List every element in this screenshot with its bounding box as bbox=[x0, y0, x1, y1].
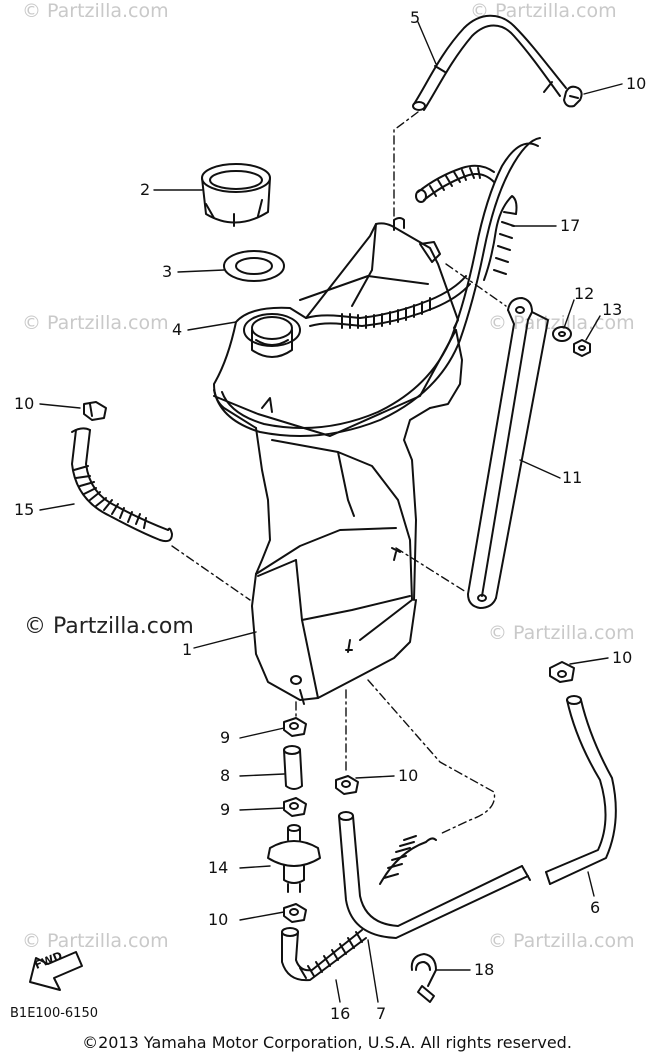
clip-10-left bbox=[83, 401, 107, 421]
watermark: © Partzilla.com bbox=[22, 930, 169, 952]
hose-4 bbox=[305, 275, 471, 329]
nut-13 bbox=[573, 339, 591, 357]
callout-6: 6 bbox=[590, 898, 601, 917]
watermark: © Partzilla.com bbox=[488, 622, 635, 644]
pipe-8 bbox=[283, 745, 303, 790]
callout-16: 16 bbox=[330, 1004, 351, 1023]
callout-13: 13 bbox=[602, 300, 623, 319]
clip-10-lower-left bbox=[283, 903, 307, 923]
callout-4: 4 bbox=[172, 320, 183, 339]
callout-7: 7 bbox=[376, 1004, 387, 1023]
clip-9-lower bbox=[283, 797, 307, 817]
hose-15 bbox=[71, 427, 173, 543]
stay-11 bbox=[467, 297, 549, 609]
callout-3: 3 bbox=[162, 262, 173, 281]
watermark: © Partzilla.com bbox=[488, 312, 635, 334]
hose-6 bbox=[545, 695, 617, 885]
watermark: © Partzilla.com bbox=[22, 312, 169, 334]
callout-10: 10 bbox=[14, 394, 35, 413]
callout-10: 10 bbox=[208, 910, 229, 929]
callout-10: 10 bbox=[398, 766, 419, 785]
callout-8: 8 bbox=[220, 766, 231, 785]
callout-9: 9 bbox=[220, 728, 231, 747]
callout-12: 12 bbox=[574, 284, 595, 303]
callout-18: 18 bbox=[474, 960, 495, 979]
clamp-18 bbox=[410, 953, 437, 1003]
cap-2 bbox=[201, 163, 271, 227]
hose-5 bbox=[412, 14, 567, 111]
hose-7 bbox=[338, 811, 531, 939]
leader-line bbox=[445, 263, 507, 307]
watermark: © Partzilla.com bbox=[470, 0, 617, 22]
watermark: © Partzilla.com bbox=[22, 0, 169, 22]
callout-leaders bbox=[39, 21, 623, 1003]
leader-line bbox=[395, 547, 467, 593]
hose-17 bbox=[213, 137, 541, 437]
watermark: © Partzilla.com bbox=[488, 930, 635, 952]
leader-line bbox=[367, 679, 496, 835]
clip-10-top bbox=[563, 85, 583, 108]
clip-10-right bbox=[549, 661, 575, 683]
clip-10-middle bbox=[335, 775, 359, 795]
hose-16 bbox=[281, 927, 367, 982]
diagram-code: B1E100-6150 bbox=[10, 1006, 98, 1021]
callout-17: 17 bbox=[560, 216, 581, 235]
fwd-arrow bbox=[29, 951, 83, 991]
copyright-notice: ©2013 Yamaha Motor Corporation, U.S.A. A… bbox=[82, 1033, 572, 1052]
watermark-main: © Partzilla.com bbox=[24, 614, 194, 639]
callout-2: 2 bbox=[140, 180, 151, 199]
callout-1: 1 bbox=[182, 640, 193, 659]
tank-1 bbox=[213, 217, 463, 705]
clip-9-upper bbox=[283, 717, 307, 737]
leader-line bbox=[393, 111, 419, 219]
washer-12 bbox=[552, 326, 572, 342]
callout-14: 14 bbox=[208, 858, 229, 877]
callout-15: 15 bbox=[14, 500, 35, 519]
valve-14 bbox=[267, 824, 321, 893]
callout-5: 5 bbox=[410, 8, 421, 27]
callout-10: 10 bbox=[626, 74, 647, 93]
gasket-3 bbox=[223, 250, 285, 282]
leader-line bbox=[171, 545, 251, 601]
callout-9: 9 bbox=[220, 800, 231, 819]
callout-11: 11 bbox=[562, 468, 583, 487]
callout-10: 10 bbox=[612, 648, 633, 667]
